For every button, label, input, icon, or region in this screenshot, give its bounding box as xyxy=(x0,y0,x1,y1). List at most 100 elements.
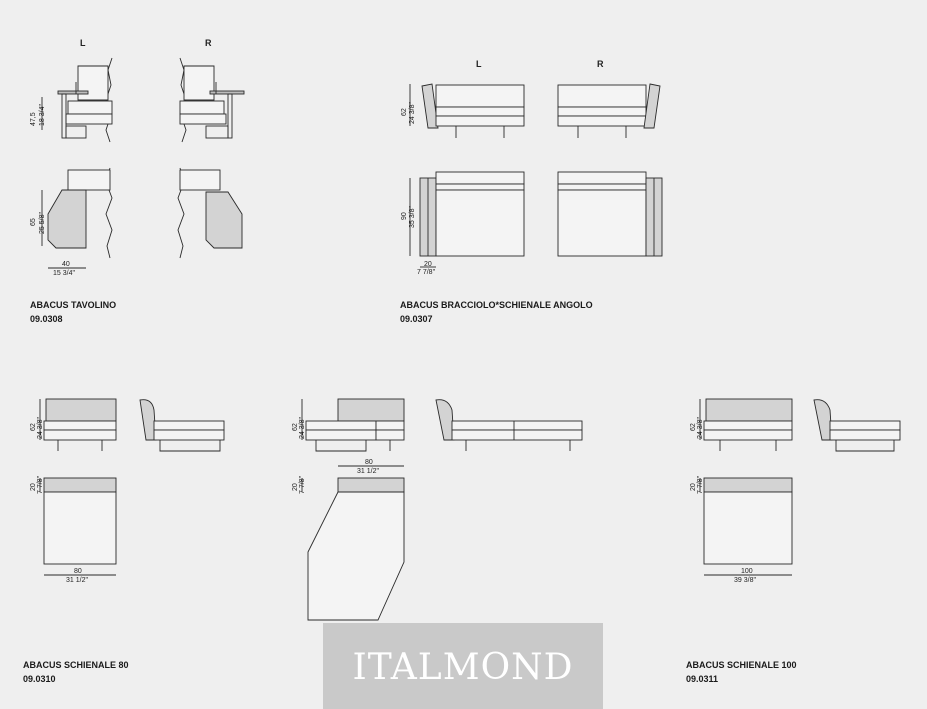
tavolino-r-plan xyxy=(177,167,243,259)
armrest xyxy=(643,83,661,129)
backrest xyxy=(183,65,215,101)
angolo-r-front xyxy=(557,83,661,138)
back-plan xyxy=(557,183,647,191)
tavolino-group: L R 47,5 18 3/4" xyxy=(30,38,245,324)
dim-width-in: 31 1/2" xyxy=(66,577,88,584)
product-name: ABACUS BRACCIOLO*SCHIENALE ANGOLO xyxy=(400,300,593,310)
tavolino-r-elevation xyxy=(179,57,245,143)
seat-cushion xyxy=(829,420,901,431)
side-label-right: R xyxy=(205,38,212,48)
dim-height-cm: 62 xyxy=(690,423,697,431)
seat-cushion xyxy=(375,420,405,431)
dim-width-in: 39 3/8" xyxy=(734,577,756,584)
table-top-plan xyxy=(205,191,243,249)
table-top-plan xyxy=(47,189,87,249)
dim-back-in: 7 7/8" xyxy=(299,475,306,494)
dim-height-cm: 62 xyxy=(401,108,408,116)
angolo-group: L R 62 24 3/8" xyxy=(400,59,663,324)
product-name: ABACUS SCHIENALE 80 xyxy=(23,660,129,670)
seat-cushion xyxy=(703,420,793,431)
dim-back-cm: 20 xyxy=(30,483,37,491)
s100-front xyxy=(703,398,793,451)
backrest-side xyxy=(813,399,833,441)
seat-base xyxy=(451,429,583,441)
backrest-side xyxy=(435,399,455,441)
seat-base xyxy=(153,429,225,441)
seat-plan xyxy=(43,491,117,565)
corner-group: 62 24 3/8" 80 31 1/2" 20 7 7/8" xyxy=(292,398,583,621)
seat-cushion xyxy=(43,420,117,431)
s100-plan xyxy=(703,477,793,565)
s80-side xyxy=(139,399,225,452)
tavolino-l-elevation xyxy=(57,57,113,143)
backrest xyxy=(77,65,109,101)
seat-base xyxy=(435,115,525,127)
watermark-panel xyxy=(323,623,603,709)
dim-back-in: 7 7/8" xyxy=(37,475,44,494)
seat-base xyxy=(703,429,793,441)
dim-height-in: 24 3/8" xyxy=(409,102,416,124)
frame xyxy=(835,440,895,452)
dim-width-cm: 80 xyxy=(74,568,82,575)
dim-height-cm: 62 xyxy=(30,423,37,431)
dim-height-in: 24 3/8" xyxy=(697,417,704,439)
dim-back-cm: 20 xyxy=(292,483,299,491)
dim-width-in: 15 3/4" xyxy=(53,270,75,277)
armrest xyxy=(421,83,439,129)
table-top xyxy=(209,90,245,95)
corner-front xyxy=(305,398,405,452)
dim-back-in: 7 7/8" xyxy=(697,475,704,494)
seat-base xyxy=(65,113,113,125)
seat-plan xyxy=(307,491,405,621)
seat-cushion xyxy=(153,420,225,431)
seat-plan xyxy=(557,189,647,257)
product-code: 09.0308 xyxy=(30,314,63,324)
product-name: ABACUS TAVOLINO xyxy=(30,300,116,310)
seat-cushion xyxy=(435,106,525,117)
back-plan xyxy=(703,477,793,493)
schienale-100-group: 62 24 3/8" 20 7 7/8" 100 39 3/8" ABACUS … xyxy=(686,398,901,684)
product-code: 09.0307 xyxy=(400,314,433,324)
corner-long-side xyxy=(435,399,583,451)
table-leg xyxy=(61,93,67,139)
side-label-left: L xyxy=(476,59,482,69)
back-cushion xyxy=(705,398,793,422)
back-plan xyxy=(435,171,525,185)
table-leg xyxy=(227,93,233,139)
back-plan xyxy=(557,171,647,185)
dim-depth-cm: 65 xyxy=(30,218,37,226)
table-frame xyxy=(205,125,229,139)
seat-cushion xyxy=(67,100,113,115)
angolo-l-plan xyxy=(419,171,525,257)
dim-arm-in: 7 7/8" xyxy=(417,269,436,276)
table-frame xyxy=(65,125,87,139)
back-plan xyxy=(43,477,117,493)
back-plan xyxy=(435,183,525,191)
seat-plan xyxy=(703,491,793,565)
seat-base xyxy=(179,113,227,125)
schienale-80-group: 62 24 3/8" 20 7 7/8" 80 31 1/2" ABACUS S… xyxy=(23,398,225,684)
frame xyxy=(159,440,221,452)
corner-plan xyxy=(307,477,405,621)
dim-height-cm: 47,5 xyxy=(30,112,37,126)
back-plan xyxy=(337,477,405,493)
angolo-l-front xyxy=(421,83,525,138)
product-code: 09.0311 xyxy=(686,674,718,684)
back-cushion xyxy=(337,398,405,422)
backrest-plan xyxy=(67,169,111,191)
seat-cushion xyxy=(179,100,225,115)
back-cushion xyxy=(435,84,525,108)
dim-width-cm: 80 xyxy=(365,459,373,466)
s80-front xyxy=(43,398,117,451)
back-cushion xyxy=(45,398,117,422)
seat-cushion xyxy=(305,420,377,431)
angolo-r-plan xyxy=(557,171,663,257)
frame xyxy=(315,440,367,452)
dim-height-cm: 62 xyxy=(292,423,299,431)
side-label-right: R xyxy=(597,59,604,69)
seat-base xyxy=(375,429,405,441)
dim-width-cm: 40 xyxy=(62,261,70,268)
dim-depth-cm: 90 xyxy=(401,212,408,220)
seat-cushion xyxy=(557,106,647,117)
